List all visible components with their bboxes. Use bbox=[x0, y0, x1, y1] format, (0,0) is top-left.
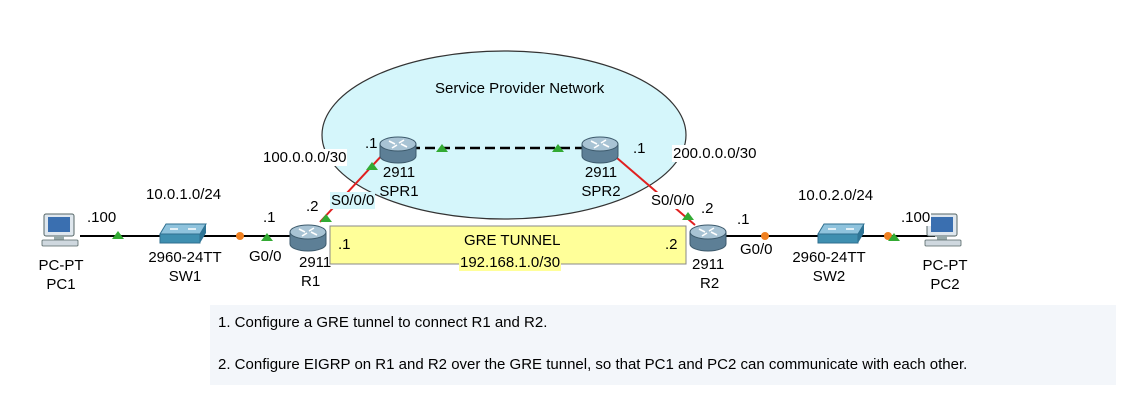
r2-g-addr: .1 bbox=[736, 211, 751, 228]
port-indicator bbox=[366, 162, 378, 170]
link-spr2-r2 bbox=[609, 151, 696, 226]
spr1-addr: .1 bbox=[364, 135, 379, 152]
port-indicator bbox=[112, 231, 124, 239]
port-indicator bbox=[552, 144, 564, 152]
r1-type: 2911 bbox=[299, 254, 332, 271]
sw2-type: 2960-24TT bbox=[792, 249, 866, 266]
pc1-addr: .100 bbox=[86, 209, 118, 226]
r2-s-port: S0/0/0 bbox=[650, 192, 696, 209]
wan2-network: 200.0.0.0/30 bbox=[672, 145, 758, 162]
instructions-panel: 1. Configure a GRE tunnel to connect R1 … bbox=[210, 305, 1116, 385]
pc1-type: PC-PT bbox=[38, 257, 84, 274]
pc2-addr: .100 bbox=[900, 209, 932, 226]
sw2-name: SW2 bbox=[812, 268, 846, 285]
r2-name: R2 bbox=[700, 275, 720, 292]
r1-name: R1 bbox=[301, 273, 321, 290]
sw1-name: SW1 bbox=[168, 268, 202, 285]
r1-s-addr: .2 bbox=[305, 198, 320, 215]
spr2-name: SPR2 bbox=[581, 183, 621, 200]
port-indicator bbox=[888, 233, 900, 241]
tunnel-title: GRE TUNNEL bbox=[463, 232, 562, 249]
port-indicator bbox=[761, 232, 769, 240]
spr2-addr: .1 bbox=[632, 140, 647, 157]
switch-icon[interactable] bbox=[159, 223, 207, 244]
router-icon[interactable] bbox=[581, 136, 619, 164]
link-r1-spr1 bbox=[319, 151, 386, 223]
port-indicator bbox=[436, 144, 448, 152]
port-indicator bbox=[236, 232, 244, 240]
port-indicator bbox=[884, 232, 892, 240]
r1-g-port: G0/0 bbox=[248, 248, 283, 265]
r1-tunnel-addr: .1 bbox=[337, 236, 352, 253]
pc-icon[interactable] bbox=[924, 213, 962, 247]
port-indicator bbox=[320, 214, 332, 222]
r2-type: 2911 bbox=[692, 256, 725, 273]
instruction-2: 2. Configure EIGRP on R1 and R2 over the… bbox=[218, 356, 968, 373]
pc2-name: PC2 bbox=[930, 276, 960, 293]
r2-s-addr: .2 bbox=[700, 200, 715, 217]
switch-icon[interactable] bbox=[817, 223, 865, 244]
wan1-network: 100.0.0.0/30 bbox=[262, 149, 348, 166]
router-icon[interactable] bbox=[379, 136, 417, 164]
spr1-type: 2911 bbox=[382, 164, 416, 181]
tunnel-subnet: 192.168.1.0/30 bbox=[459, 254, 562, 271]
r2-g-port: G0/0 bbox=[739, 241, 774, 258]
spr2-type: 2911 bbox=[584, 164, 618, 181]
r1-s-port: S0/0/0 bbox=[330, 192, 376, 209]
router-icon[interactable] bbox=[689, 224, 727, 252]
sw1-type: 2960-24TT bbox=[148, 249, 222, 266]
cloud-label: Service Provider Network bbox=[434, 80, 606, 97]
lan2-network: 10.0.2.0/24 bbox=[797, 187, 875, 204]
router-icon[interactable] bbox=[289, 224, 327, 252]
port-indicator bbox=[261, 233, 273, 241]
pc-icon[interactable] bbox=[41, 213, 79, 247]
port-indicator bbox=[682, 212, 694, 220]
pc1-name: PC1 bbox=[46, 276, 76, 293]
pc2-type: PC-PT bbox=[922, 257, 968, 274]
r2-tunnel-addr: .2 bbox=[664, 236, 679, 253]
spr1-name: SPR1 bbox=[379, 183, 419, 200]
r1-g-addr: .1 bbox=[262, 209, 277, 226]
lan1-network: 10.0.1.0/24 bbox=[145, 186, 223, 203]
instruction-1: 1. Configure a GRE tunnel to connect R1 … bbox=[218, 314, 548, 331]
